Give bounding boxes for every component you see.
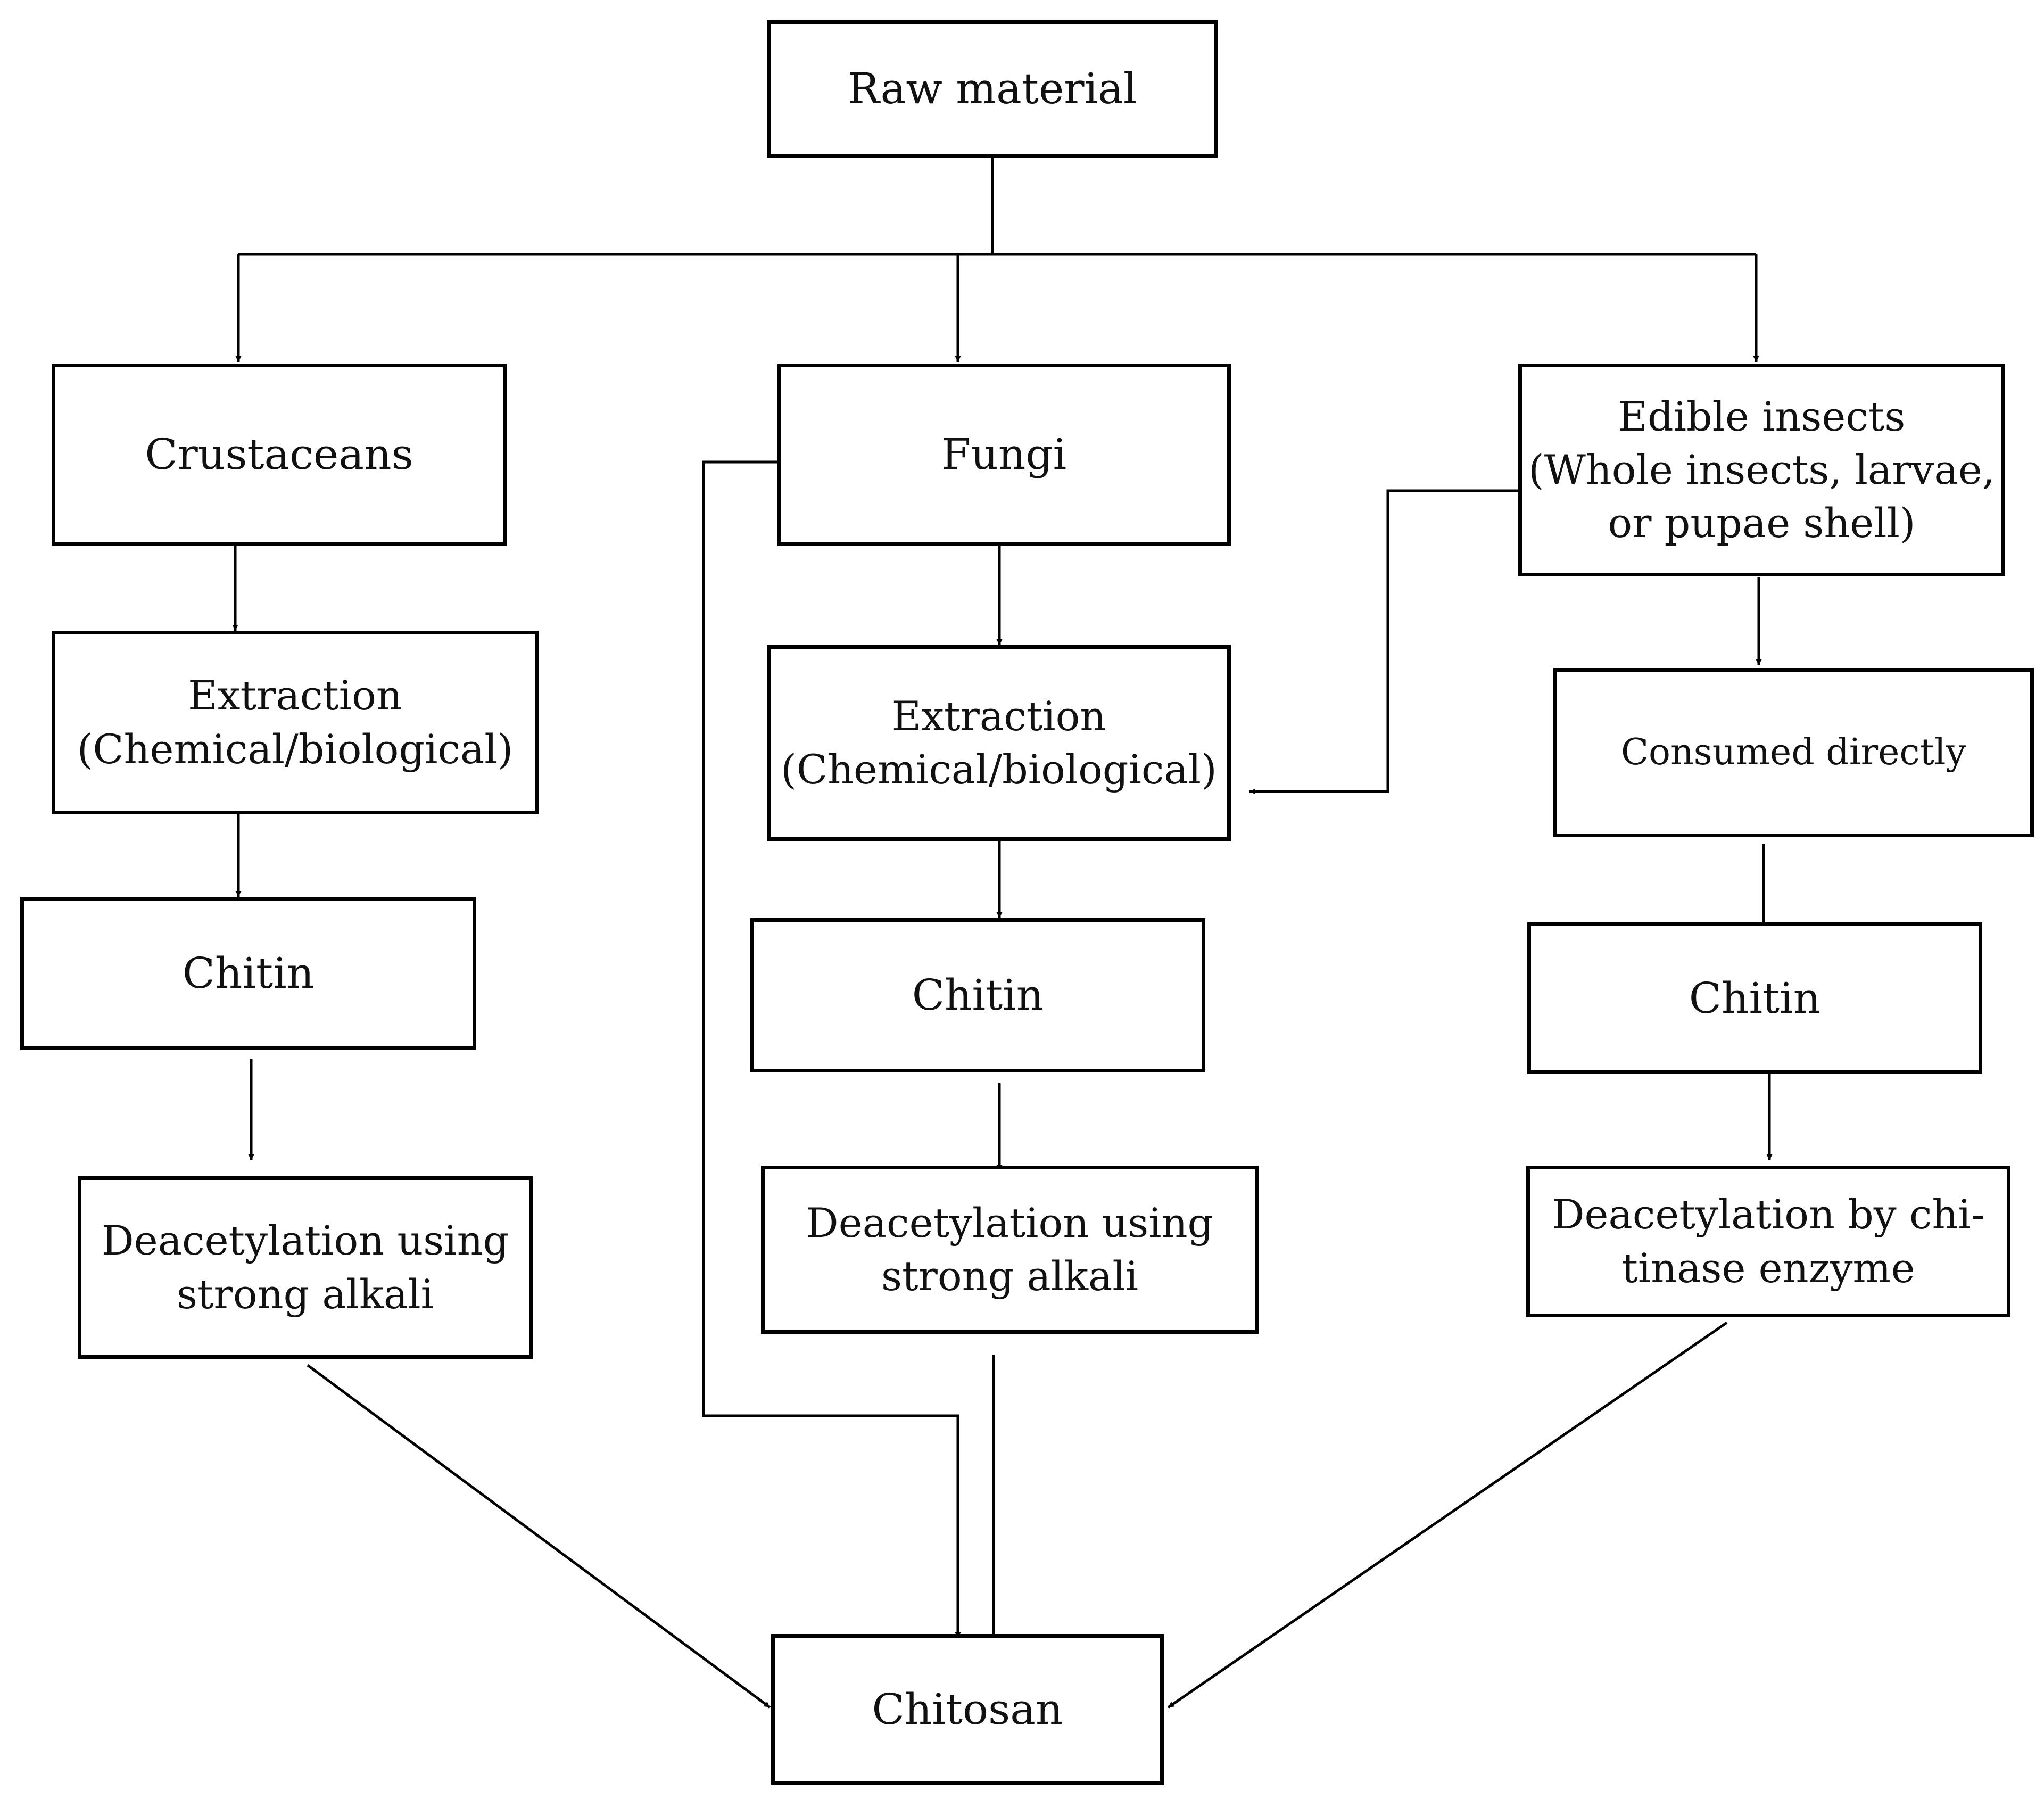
raw-material-box: Raw material [767,20,1218,158]
consumed-directly-label: Consumed directly [1621,731,1966,774]
chitin-fungi-box: Chitin [750,918,1205,1072]
extraction-crustaceans-box: Extraction (Chemical/biological) [52,631,539,814]
chitin-crustaceans-box: Chitin [20,897,476,1050]
chitin-fungi-label: Chitin [912,970,1044,1020]
deacetylation-crustaceans-label: Deacetylation using strong alkali [101,1217,509,1318]
crustaceans-label: Crustaceans [145,430,413,480]
arrow-fungi-bypass-to-chitosan [702,460,961,1638]
extraction-crustaceans-label: Extraction (Chemical/biological) [77,672,514,773]
extraction-fungi-box: Extraction (Chemical/biological) [767,645,1231,841]
chitosan-box: Chitosan [771,1634,1164,1785]
extraction-fungi-label: Extraction (Chemical/biological) [781,692,1217,793]
fungi-box: Fungi [777,364,1231,546]
fungi-label: Fungi [941,430,1067,480]
edible-insects-box: Edible insects (Whole insects, larvae, o… [1518,364,2005,576]
deacetylation-insects-label: Deacetylation by chi- tinase enzyme [1552,1191,1985,1292]
deacetylation-crustaceans-box: Deacetylation using strong alkali [78,1176,533,1359]
chitosan-label: Chitosan [872,1684,1063,1734]
chitin-insects-box: Chitin [1527,922,1982,1074]
consumed-directly-box: Consumed directly [1553,668,2034,837]
arrow-insects-to-fungi-extraction [1249,489,1526,795]
deacetylation-insects-box: Deacetylation by chi- tinase enzyme [1526,1166,2010,1317]
deacetylation-fungi-box: Deacetylation using strong alkali [761,1166,1259,1334]
chitin-crustaceans-label: Chitin [182,948,315,998]
deacetylation-fungi-label: Deacetylation using strong alkali [806,1199,1214,1300]
crustaceans-box: Crustaceans [52,364,507,546]
edible-insects-label: Edible insects (Whole insects, larvae, o… [1528,392,1995,547]
arrow-insects-branch-to-chitosan [1167,1321,1728,1709]
arrow-crustaceans-branch-to-chitosan [307,1364,771,1709]
raw-material-label: Raw material [847,64,1137,114]
chitin-insects-label: Chitin [1689,973,1821,1023]
